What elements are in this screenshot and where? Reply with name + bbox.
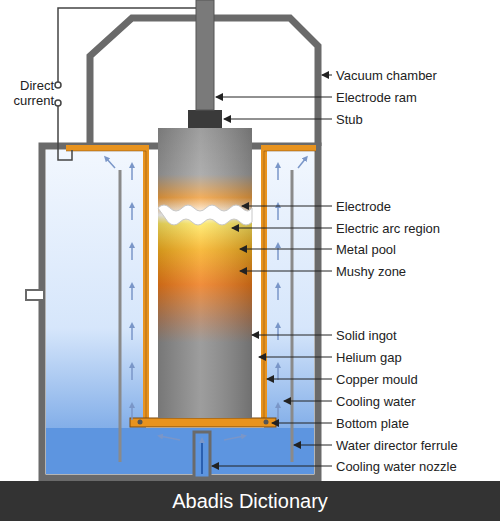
- part-label: Copper mould: [336, 372, 418, 387]
- part-label: Electrode ram: [336, 90, 417, 105]
- part-label: Vacuum chamber: [336, 68, 437, 83]
- part-label: Water director ferrule: [336, 438, 458, 453]
- part-label: Solid ingot: [336, 328, 397, 343]
- part-label: Stub: [336, 112, 363, 127]
- part-label: Bottom plate: [336, 416, 409, 431]
- part-label: Cooling water: [336, 394, 416, 409]
- part-label: Electrode: [336, 199, 391, 214]
- part-label: Helium gap: [336, 350, 402, 365]
- part-label: Mushy zone: [336, 264, 406, 279]
- part-label: Metal pool: [336, 242, 396, 257]
- part-label: Cooling water nozzle: [336, 459, 457, 474]
- part-label: Electric arc region: [336, 221, 440, 236]
- watermark: Abadis Dictionary: [0, 481, 500, 521]
- part-label: Direct current: [2, 78, 54, 108]
